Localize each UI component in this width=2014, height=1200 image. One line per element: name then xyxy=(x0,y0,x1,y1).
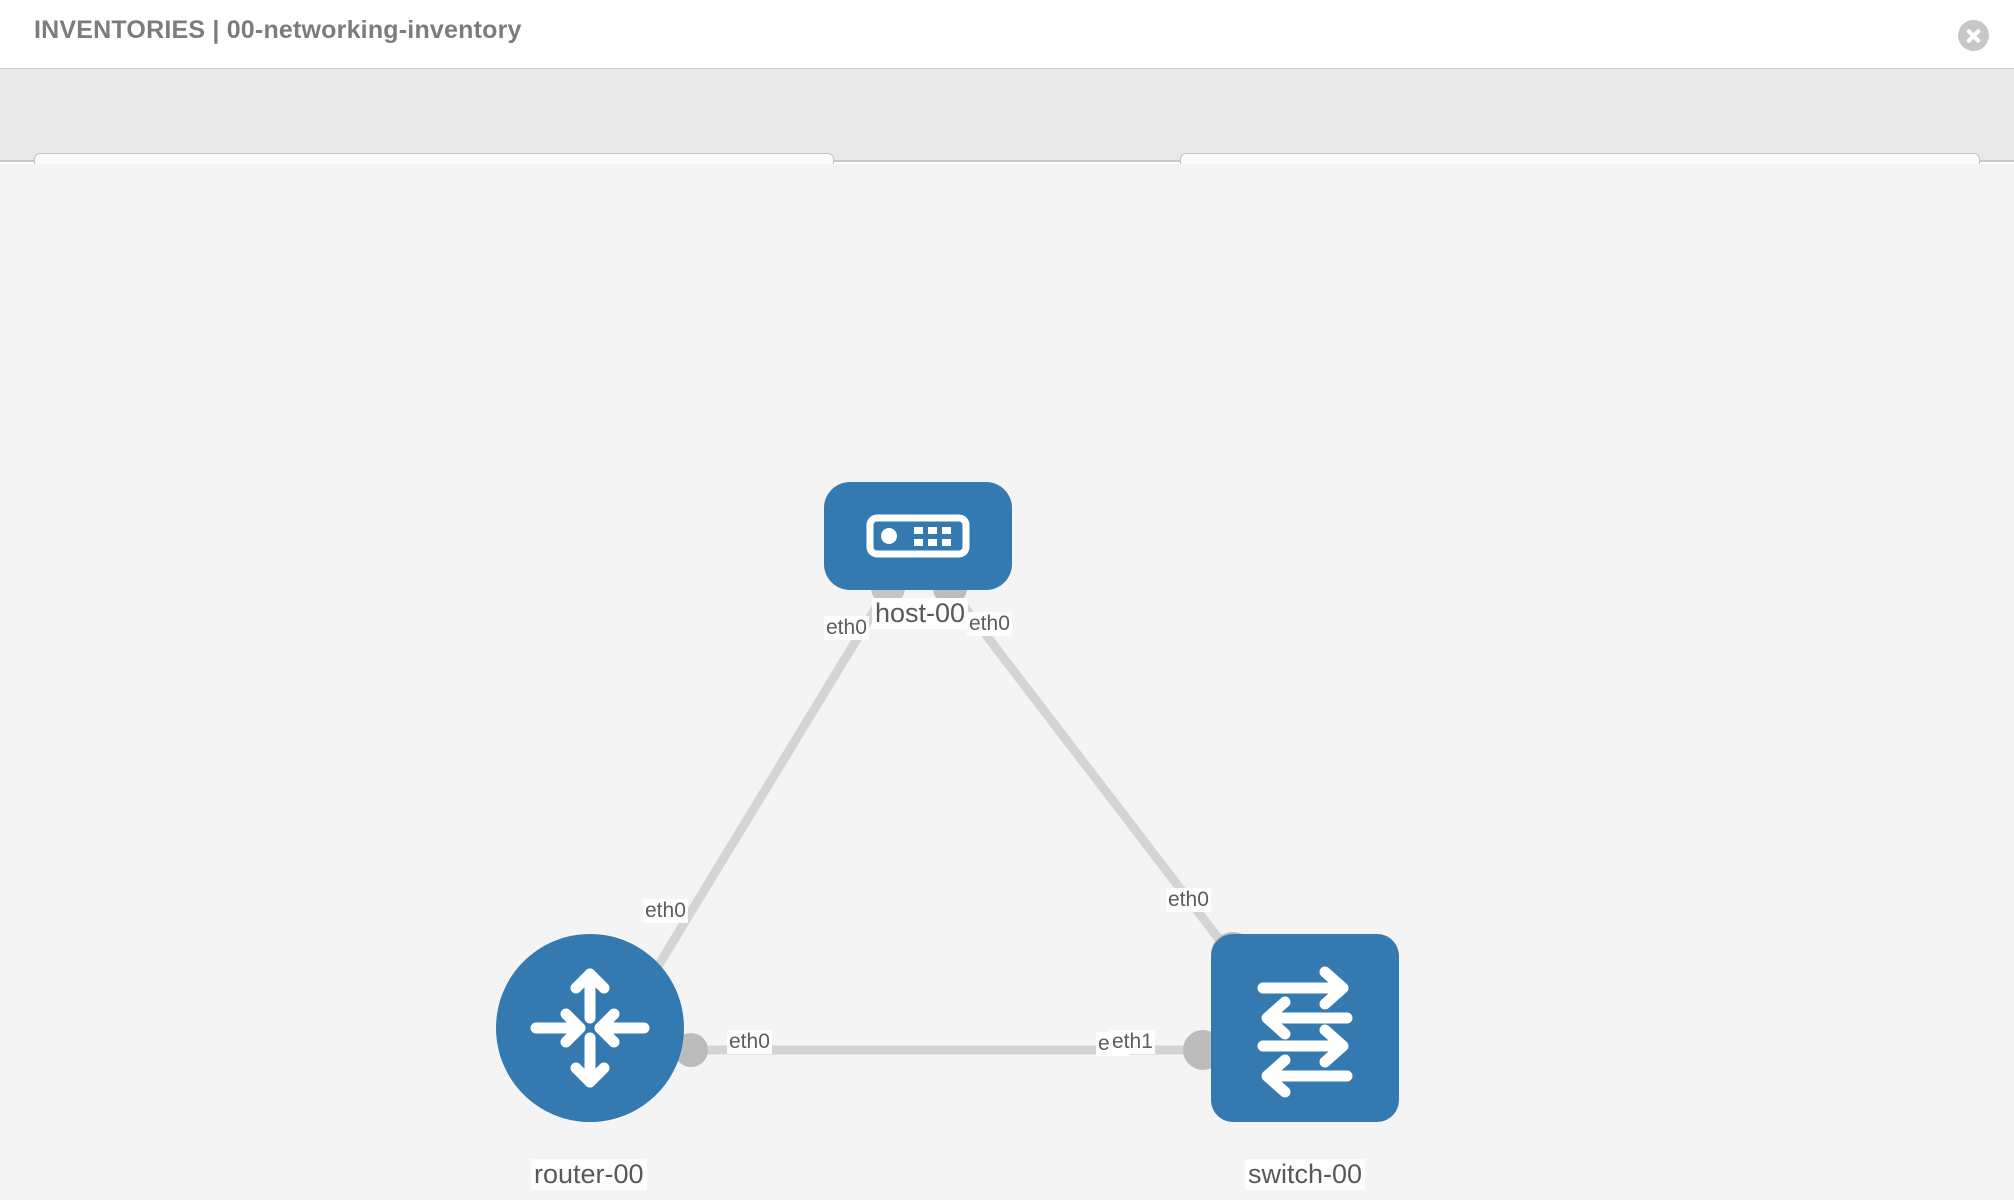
server-icon xyxy=(824,482,1012,590)
link-host-router[interactable] xyxy=(648,585,892,979)
topology-graph: host-00 router-00 switch-00 eth0 eth0 et… xyxy=(0,164,2014,1200)
port-label-router-up: eth0 xyxy=(643,899,688,923)
close-icon[interactable] xyxy=(1958,20,1989,51)
switch-arrows-icon xyxy=(1211,934,1399,1122)
node-router-00[interactable] xyxy=(496,934,684,1122)
port-label-router-right: eth0 xyxy=(727,1030,772,1054)
node-switch-00[interactable] xyxy=(1211,934,1399,1122)
topology-links xyxy=(648,571,1255,1070)
node-host-00[interactable] xyxy=(824,482,1012,590)
toolbar: ACTIONS SEARCH xyxy=(0,68,2014,205)
node-label-switch: switch-00 xyxy=(1245,1159,1366,1190)
page-header: INVENTORIES | 00-networking-inventory xyxy=(0,0,2014,68)
topology-canvas[interactable]: host-00 router-00 switch-00 eth0 eth0 et… xyxy=(0,164,2014,1200)
port-label-host-left: eth0 xyxy=(824,616,869,640)
node-label-host: host-00 xyxy=(872,598,969,629)
port-label-switch-left: eth1 xyxy=(1110,1030,1155,1054)
page-title: INVENTORIES | 00-networking-inventory xyxy=(34,16,522,44)
router-arrows-icon xyxy=(496,934,684,1122)
port-label-host-right: eth0 xyxy=(967,612,1012,636)
node-label-router: router-00 xyxy=(531,1159,647,1190)
port-label-switch-up: eth0 xyxy=(1166,888,1211,912)
